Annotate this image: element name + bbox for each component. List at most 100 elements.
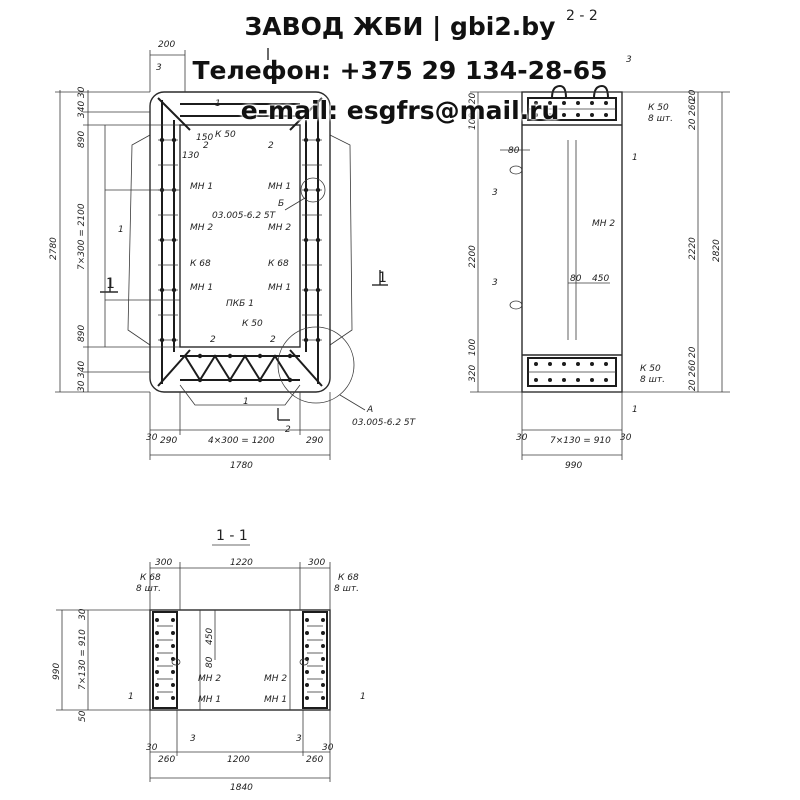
plan-dim-340-bottom: 340 bbox=[77, 361, 87, 378]
plan-pos-3: 3 bbox=[156, 63, 162, 73]
s22-label-8sht-bottom: 8 шт. bbox=[640, 375, 665, 385]
plan-pos-2-d: 2 bbox=[270, 335, 276, 345]
plan-cut-2: 2 bbox=[285, 425, 291, 435]
s22-dim-80-top: 80 bbox=[508, 146, 520, 156]
s11-dim-30-b-left: 30 bbox=[146, 743, 158, 753]
plan-cut-1-left: 1 bbox=[106, 276, 115, 292]
plan-label-pkb: ПКБ 1 bbox=[226, 299, 254, 309]
plan-label-k68-right: К 68 bbox=[268, 259, 289, 269]
plan-bottom-zigzag bbox=[184, 354, 291, 382]
s22-pos-3-mid: 3 bbox=[492, 278, 498, 288]
plan-dim-bottom-total: 1780 bbox=[230, 461, 253, 471]
plan-chamfer-bar bbox=[289, 97, 323, 131]
s11-dim-1220: 1220 bbox=[230, 558, 253, 568]
plan-dim-890-top: 890 bbox=[77, 131, 87, 148]
plan-chamfer-bar bbox=[157, 97, 191, 131]
s11-label-8sht-right: 8 шт. bbox=[334, 584, 359, 594]
s22-dim-spacing: 7×130 = 910 bbox=[550, 436, 611, 446]
plan-dim-left-total: 2780 bbox=[49, 237, 59, 260]
s11-dim-300-left: 300 bbox=[155, 558, 172, 568]
s11-dots bbox=[155, 618, 325, 700]
s11-dim-1840: 1840 bbox=[230, 783, 253, 793]
plan-left-wing bbox=[127, 134, 151, 346]
plan-label-k50-bottom: К 50 bbox=[242, 319, 263, 329]
plan-pos-1-bottom: 1 bbox=[243, 397, 249, 407]
s11-label-mn2-right: МН 2 bbox=[264, 674, 287, 684]
plan-pos-2-a: 2 bbox=[203, 141, 209, 151]
plan-bar-dots bbox=[159, 137, 321, 383]
s22-dim-20b-bottom: 20 bbox=[688, 379, 698, 391]
detail-b-leader bbox=[284, 197, 306, 211]
s11-dim-30: 30 bbox=[78, 608, 88, 620]
s11-label-mn1-right: МН 1 bbox=[264, 695, 287, 705]
s11-dim-990: 990 bbox=[52, 663, 62, 680]
s11-outer bbox=[149, 609, 331, 711]
plan-dim-890-bottom: 890 bbox=[77, 325, 87, 342]
s11-dim-50: 50 bbox=[78, 710, 88, 722]
s11-dim-450: 450 bbox=[205, 628, 215, 645]
watermark-line3: e-mail: esgfrs@mail.ru bbox=[240, 96, 560, 125]
plan-pos-2-c: 2 bbox=[210, 335, 216, 345]
plan-label-mn1-left: МН 1 bbox=[190, 182, 213, 192]
s11-label-k68-left: К 68 bbox=[140, 573, 161, 583]
s11-pos-1-right: 1 bbox=[360, 692, 366, 702]
plan-label-mn2-left: МН 2 bbox=[190, 223, 213, 233]
plan-wall-ties bbox=[158, 139, 322, 341]
plan-inner-opening bbox=[179, 124, 301, 348]
s22-dim-20-bottom: 20 bbox=[688, 346, 698, 358]
s11-right-cage bbox=[302, 611, 328, 709]
section-1-1: 1 - 1 300 1220 300 К 68 8 шт. К 68 8 шт.… bbox=[52, 528, 366, 793]
s22-dim-2820: 2820 bbox=[712, 239, 722, 262]
s22-label-8sht-top: 8 шт. bbox=[648, 114, 673, 124]
detail-callout-a bbox=[277, 326, 355, 404]
plan-bottom-slab bbox=[179, 384, 301, 406]
s11-dim-1200: 1200 bbox=[227, 755, 250, 765]
s11-ties bbox=[157, 625, 323, 693]
s11-label-8sht-left: 8 шт. bbox=[136, 584, 161, 594]
s22-dim-260-bottom: 260 bbox=[688, 360, 698, 377]
s22-label-k50-top: К 50 bbox=[648, 103, 669, 113]
s11-dim-80: 80 bbox=[205, 656, 215, 668]
s22-dim-320-bottom: 320 bbox=[468, 365, 478, 382]
s22-label-mn2: МН 2 bbox=[592, 219, 615, 229]
s22-dim-100-bottom: 100 bbox=[468, 339, 478, 356]
watermark-line1: ЗАВОД ЖБИ | gbi2.by bbox=[244, 12, 556, 41]
plan-label-mn1-right-lower: МН 1 bbox=[268, 283, 291, 293]
s22-dim-80-mid: 80 bbox=[570, 274, 582, 284]
plan-label-mn2-right: МН 2 bbox=[268, 223, 291, 233]
s11-left-cage bbox=[152, 611, 178, 709]
plan-label-node-a-ref: 03.005-6.2 5Т bbox=[352, 418, 417, 428]
plan-label-mn1-left-lower: МН 1 bbox=[190, 283, 213, 293]
detail-callout-b bbox=[300, 177, 326, 203]
plan-label-130: 130 bbox=[182, 151, 199, 161]
plan-dim-290-left: 290 bbox=[160, 436, 177, 446]
s11-dim-260-right: 260 bbox=[306, 755, 323, 765]
s22-embed-top bbox=[509, 165, 523, 175]
plan-label-150: 150 bbox=[196, 133, 213, 143]
plan-label-node-a: А bbox=[366, 405, 373, 415]
plan-dim-30-top: 30 bbox=[77, 86, 87, 98]
s22-dim-20-top: 20 bbox=[688, 89, 698, 101]
s11-pos-1-left: 1 bbox=[128, 692, 134, 702]
plan-label-k50-top: К 50 bbox=[215, 130, 236, 140]
plan-cut-1-right: 1 bbox=[378, 270, 387, 286]
plan-dim-290-right: 290 bbox=[306, 436, 323, 446]
s22-outer bbox=[521, 91, 623, 393]
s22-dots bbox=[534, 101, 608, 382]
s22-pos-1-bottom: 1 bbox=[632, 405, 638, 415]
s22-dim-30-left: 30 bbox=[516, 433, 528, 443]
s11-dim-30-b-right: 30 bbox=[322, 743, 334, 753]
plan-dim-30: 30 bbox=[146, 433, 158, 443]
plan-pos-1-top: 1 bbox=[215, 99, 221, 109]
s22-embed-bottom bbox=[509, 300, 523, 310]
s22-dim-320-top: 320 bbox=[468, 93, 478, 110]
section-2-2: 2 - 2 320 100 20 260 20 2200 2220 2820 1… bbox=[468, 8, 730, 471]
s22-dim-450: 450 bbox=[592, 274, 609, 284]
s11-dim-300-right: 300 bbox=[308, 558, 325, 568]
s22-dim-100-top: 100 bbox=[468, 113, 478, 130]
plan-pos-1-left: 1 bbox=[118, 225, 124, 235]
plan-view: 200 2780 7×300 = 2100 890 890 340 340 30… bbox=[49, 40, 417, 471]
plan-dim-left-spacing: 7×300 = 2100 bbox=[77, 203, 87, 270]
plan-dim-340-top: 340 bbox=[77, 101, 87, 118]
